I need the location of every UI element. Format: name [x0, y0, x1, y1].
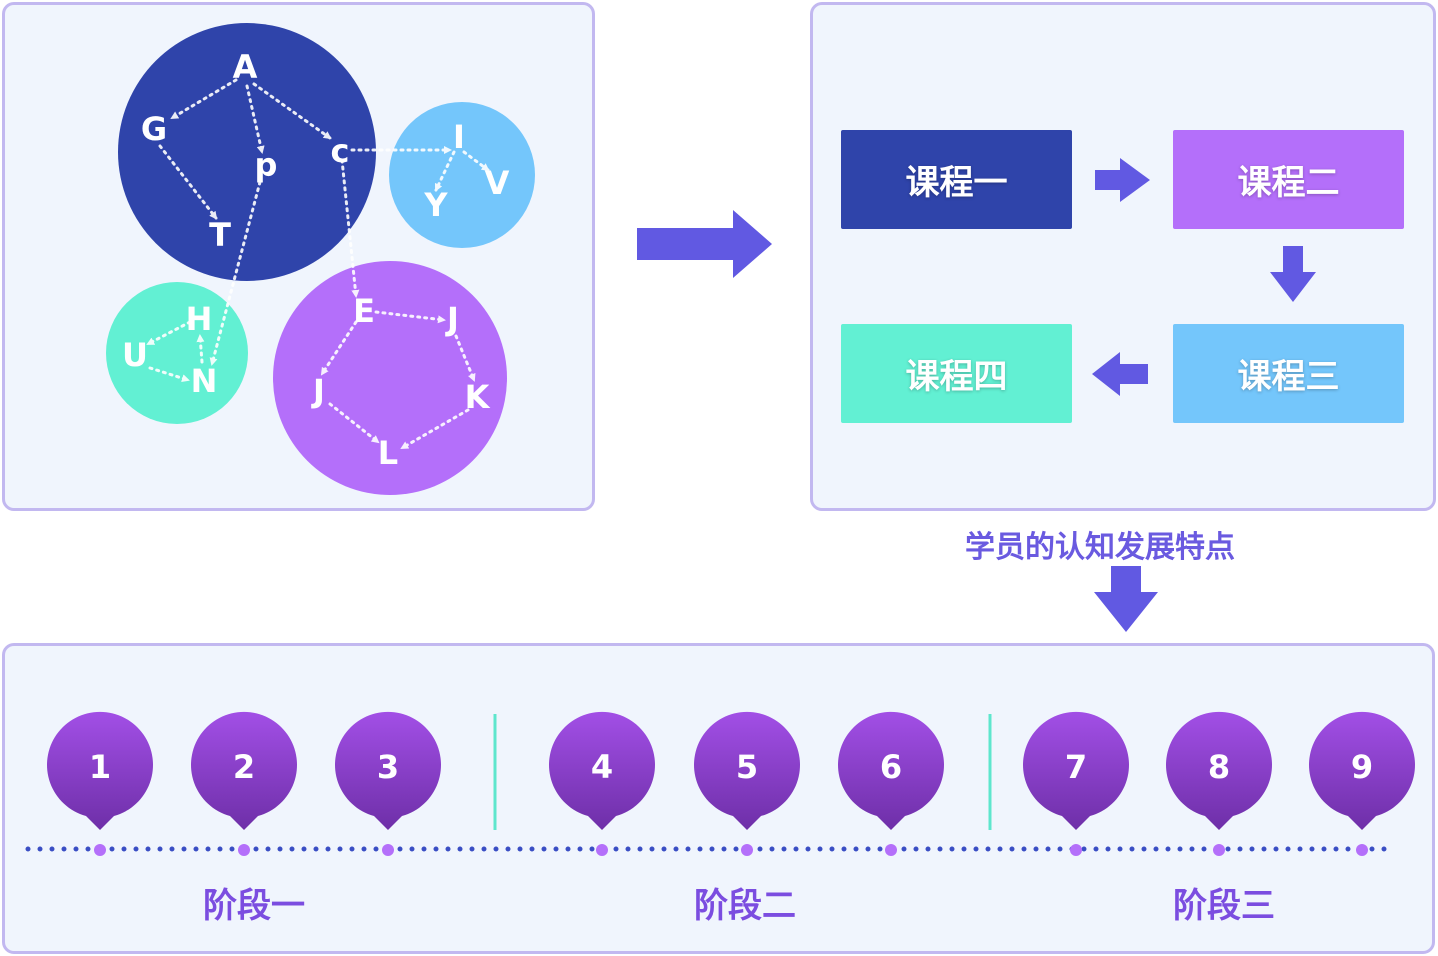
edge-e-j2 [320, 320, 358, 376]
stage-label-1: 阶段一 [203, 886, 305, 926]
graph-node-c: c [331, 132, 350, 170]
graph-node-i: I [453, 118, 465, 156]
edge-h-u [146, 320, 192, 346]
timeline-pin-dot [1070, 844, 1082, 856]
graph-node-n: N [191, 362, 218, 400]
edge-g-t [158, 144, 218, 220]
stage-pin-3: 3 [335, 711, 442, 856]
graph-node-u: U [122, 336, 148, 374]
course-flow-panel [810, 2, 1436, 511]
stage-pin-4: 4 [549, 711, 655, 856]
timeline-pin-dot [741, 844, 753, 856]
pin-marker-shape [191, 711, 297, 830]
pin-marker-shape [47, 711, 154, 830]
stage-pin-2: 2 [191, 711, 297, 856]
pin-marker-shape [1023, 711, 1129, 830]
stage-pin-6: 6 [838, 711, 944, 856]
pin-number: 9 [1351, 748, 1373, 786]
graph-node-j2: J [311, 372, 325, 410]
course-label-3: 课程三 [1237, 357, 1340, 397]
pin-marker-shape [1309, 711, 1415, 830]
edge-j2-l [328, 402, 380, 444]
pin-number: 6 [880, 748, 902, 786]
edge-u-n [148, 366, 190, 383]
edge-a-g [170, 78, 238, 120]
cluster-mint [106, 282, 248, 424]
edge-i-v [462, 150, 490, 172]
course-label-2: 课程二 [1237, 163, 1340, 203]
cluster-navy [118, 23, 376, 281]
timeline-pin-dot [238, 844, 250, 856]
arrow-course1-to-course2 [1095, 158, 1150, 202]
graph-node-l: L [378, 434, 398, 472]
pin-marker-shape [694, 711, 800, 830]
arrow-course3-to-course4 [1092, 352, 1148, 396]
cluster-violet [273, 261, 507, 495]
pin-marker-shape [1166, 711, 1272, 830]
edge-a-p [245, 84, 265, 154]
stage-pin-8: 8 [1166, 711, 1272, 856]
pin-number: 5 [736, 748, 758, 786]
stage-pin-9: 9 [1309, 711, 1415, 856]
graph-node-v: V [485, 164, 510, 202]
timeline-pin-dot [885, 844, 897, 856]
pin-number: 4 [591, 748, 613, 786]
pin-number: 7 [1065, 748, 1087, 786]
edge-n-h [196, 334, 205, 364]
pin-number: 2 [233, 748, 255, 786]
cognitive-caption: 学员的认知发展特点 [965, 530, 1235, 565]
edge-a-c [252, 82, 332, 140]
course-label-4: 课程四 [905, 357, 1008, 397]
graph-node-k: K [465, 378, 491, 416]
graph-node-y: Y [423, 186, 448, 224]
timeline-pin-dot [1356, 844, 1368, 856]
edge-c-e [340, 158, 360, 298]
graph-node-e: E [353, 292, 375, 330]
pin-number: 1 [89, 748, 111, 786]
edge-p-n [209, 180, 262, 366]
course-box-4: 课程四 [841, 324, 1072, 423]
stage-pin-1: 1 [47, 711, 154, 856]
course-box-2: 课程二 [1173, 130, 1404, 229]
edge-e-j [374, 310, 446, 324]
course-box-1: 课程一 [841, 130, 1072, 229]
pin-marker-shape [838, 711, 944, 830]
graph-node-h: H [186, 300, 213, 338]
graph-node-g: G [141, 110, 167, 148]
pin-number: 3 [377, 748, 399, 786]
stage-label-2: 阶段二 [694, 886, 796, 926]
graph-node-a: A [233, 48, 258, 86]
timeline-pin-dot [1213, 844, 1225, 856]
stage-pin-5: 5 [694, 711, 800, 856]
pin-number: 8 [1208, 748, 1230, 786]
pin-marker-shape [335, 711, 442, 830]
edge-k-l [400, 408, 470, 450]
graph-node-j1: J [445, 300, 459, 338]
graph-node-p: p [255, 146, 278, 184]
timeline-pin-dot [596, 844, 608, 856]
edge-j-k [454, 334, 476, 382]
stage-pin-7: 7 [1023, 711, 1129, 856]
course-label-1: 课程一 [905, 163, 1008, 203]
arrow-course2-to-course3 [1270, 246, 1316, 302]
timeline-pin-dot [382, 844, 394, 856]
main-right-arrow [637, 210, 772, 278]
edge-i-y [434, 150, 456, 192]
down-arrow-to-stages [1094, 566, 1158, 632]
pin-marker-shape [549, 711, 655, 830]
stage-label-3: 阶段三 [1173, 886, 1275, 926]
cluster-sky [389, 102, 535, 248]
graph-node-t: T [209, 216, 231, 254]
timeline-pin-dot [94, 844, 106, 856]
course-box-3: 课程三 [1173, 324, 1404, 423]
